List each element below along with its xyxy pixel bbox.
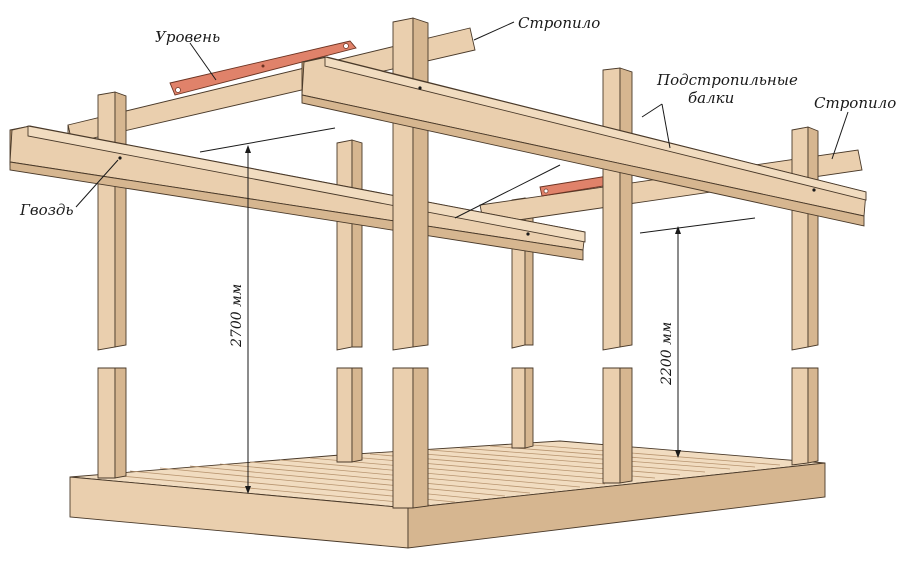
right-posts bbox=[602, 67, 819, 484]
leader-nail bbox=[75, 159, 119, 208]
post-front-center-lower bbox=[392, 367, 414, 509]
label-rafter-right: Стропило bbox=[814, 94, 896, 112]
post-rear-mid-lower bbox=[511, 367, 526, 449]
post-back-right-lower bbox=[602, 367, 621, 484]
support-beam-front-right bbox=[301, 56, 867, 217]
rear-posts bbox=[336, 139, 534, 463]
leader-rafter-top bbox=[473, 21, 515, 41]
leader-beams-b bbox=[661, 103, 671, 149]
post-front-left-lower bbox=[97, 367, 116, 479]
post-front-left-upper bbox=[97, 91, 116, 351]
dimension-text-2200: 2200 мм bbox=[659, 322, 675, 386]
leader-level bbox=[189, 42, 217, 81]
label-support-beams-1: Подстропильные bbox=[656, 71, 798, 89]
floor-deck bbox=[69, 440, 826, 549]
label-support-beams-2: балки bbox=[688, 89, 734, 107]
label-nail: Гвоздь bbox=[19, 201, 74, 219]
dimension-2700 bbox=[199, 127, 561, 494]
post-rear-left-lower bbox=[336, 367, 353, 463]
post-rear-left-upper bbox=[336, 139, 353, 351]
deck-boards bbox=[99, 443, 781, 506]
post-front-center-upper bbox=[392, 17, 414, 351]
deck-right-side bbox=[407, 462, 826, 549]
label-level: Уровень bbox=[155, 28, 220, 46]
leader-rafter-right bbox=[831, 111, 849, 160]
spirit-level-top bbox=[169, 40, 357, 96]
dimension-text-2700: 2700 мм bbox=[229, 284, 245, 348]
dimension-2200 bbox=[639, 217, 756, 458]
post-back-right-upper bbox=[602, 67, 621, 351]
label-rafter-top: Стропило bbox=[518, 14, 600, 32]
front-right-beam bbox=[301, 56, 867, 227]
front-left-beam bbox=[9, 125, 586, 261]
leader-lines bbox=[75, 21, 849, 208]
leader-beams-a bbox=[641, 103, 663, 118]
post-far-right-lower bbox=[791, 367, 809, 466]
post-far-right-upper bbox=[791, 126, 809, 351]
nail-point-left bbox=[118, 156, 122, 160]
